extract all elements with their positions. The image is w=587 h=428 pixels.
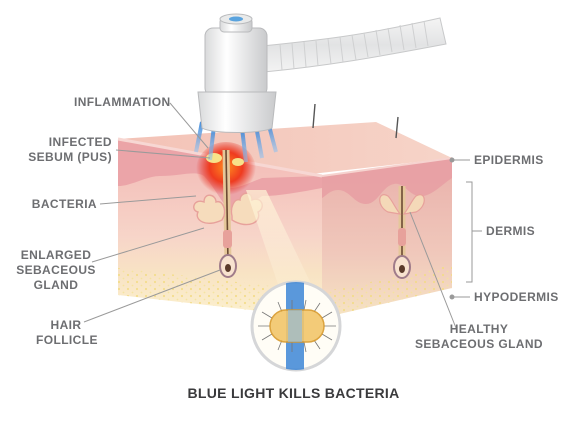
label-healthy-line2: SEBACEOUS GLAND <box>414 337 543 351</box>
label-healthy-sebaceous-gland: HEALTHY SEBACEOUS GLAND <box>404 322 554 352</box>
label-enlarged-sebaceous-gland: ENLARGED SEBACEOUS GLAND <box>16 248 96 293</box>
label-hair-follicle-line2: FOLLICLE <box>36 333 98 347</box>
caption: BLUE LIGHT KILLS BACTERIA <box>187 385 400 401</box>
label-hypodermis: HYPODERMIS <box>474 290 559 304</box>
label-hair-follicle: HAIR FOLLICLE <box>36 318 98 348</box>
label-enlarged-line2: SEBACEOUS <box>16 263 96 277</box>
epidermis-band-side <box>322 158 452 204</box>
healthy-sebaceous-gland <box>379 186 425 279</box>
surface-hair <box>312 103 316 129</box>
label-enlarged-line1: ENLARGED <box>20 248 92 262</box>
hypodermis-fat-side <box>322 265 452 318</box>
bacterium <box>258 299 336 353</box>
light-beam <box>246 190 314 296</box>
label-hair-follicle-line1: HAIR <box>50 318 82 332</box>
label-epidermis: EPIDERMIS <box>474 153 544 167</box>
label-bacteria: BACTERIA <box>31 197 97 211</box>
label-infected-sebum-line1: INFECTED <box>48 135 112 149</box>
surface-hair <box>395 116 399 139</box>
epidermis-band-front <box>118 139 322 211</box>
device-body <box>204 27 268 97</box>
label-inflammation: INFLAMMATION <box>74 95 171 109</box>
label-dermis: DERMIS <box>486 224 536 238</box>
leader-lines <box>83 102 482 329</box>
label-infected-sebum-line2: SEBUM (PUS) <box>28 150 112 164</box>
device-head <box>197 91 277 133</box>
label-enlarged-line3: GLAND <box>33 278 79 292</box>
blue-light-device <box>197 13 447 133</box>
label-healthy-line1: HEALTHY <box>449 322 509 336</box>
device-button <box>229 16 243 22</box>
bacteria-magnifier <box>250 280 342 372</box>
label-infected-sebum: INFECTED SEBUM (PUS) <box>12 135 112 165</box>
enlarged-sebaceous-gland-left <box>193 194 226 224</box>
